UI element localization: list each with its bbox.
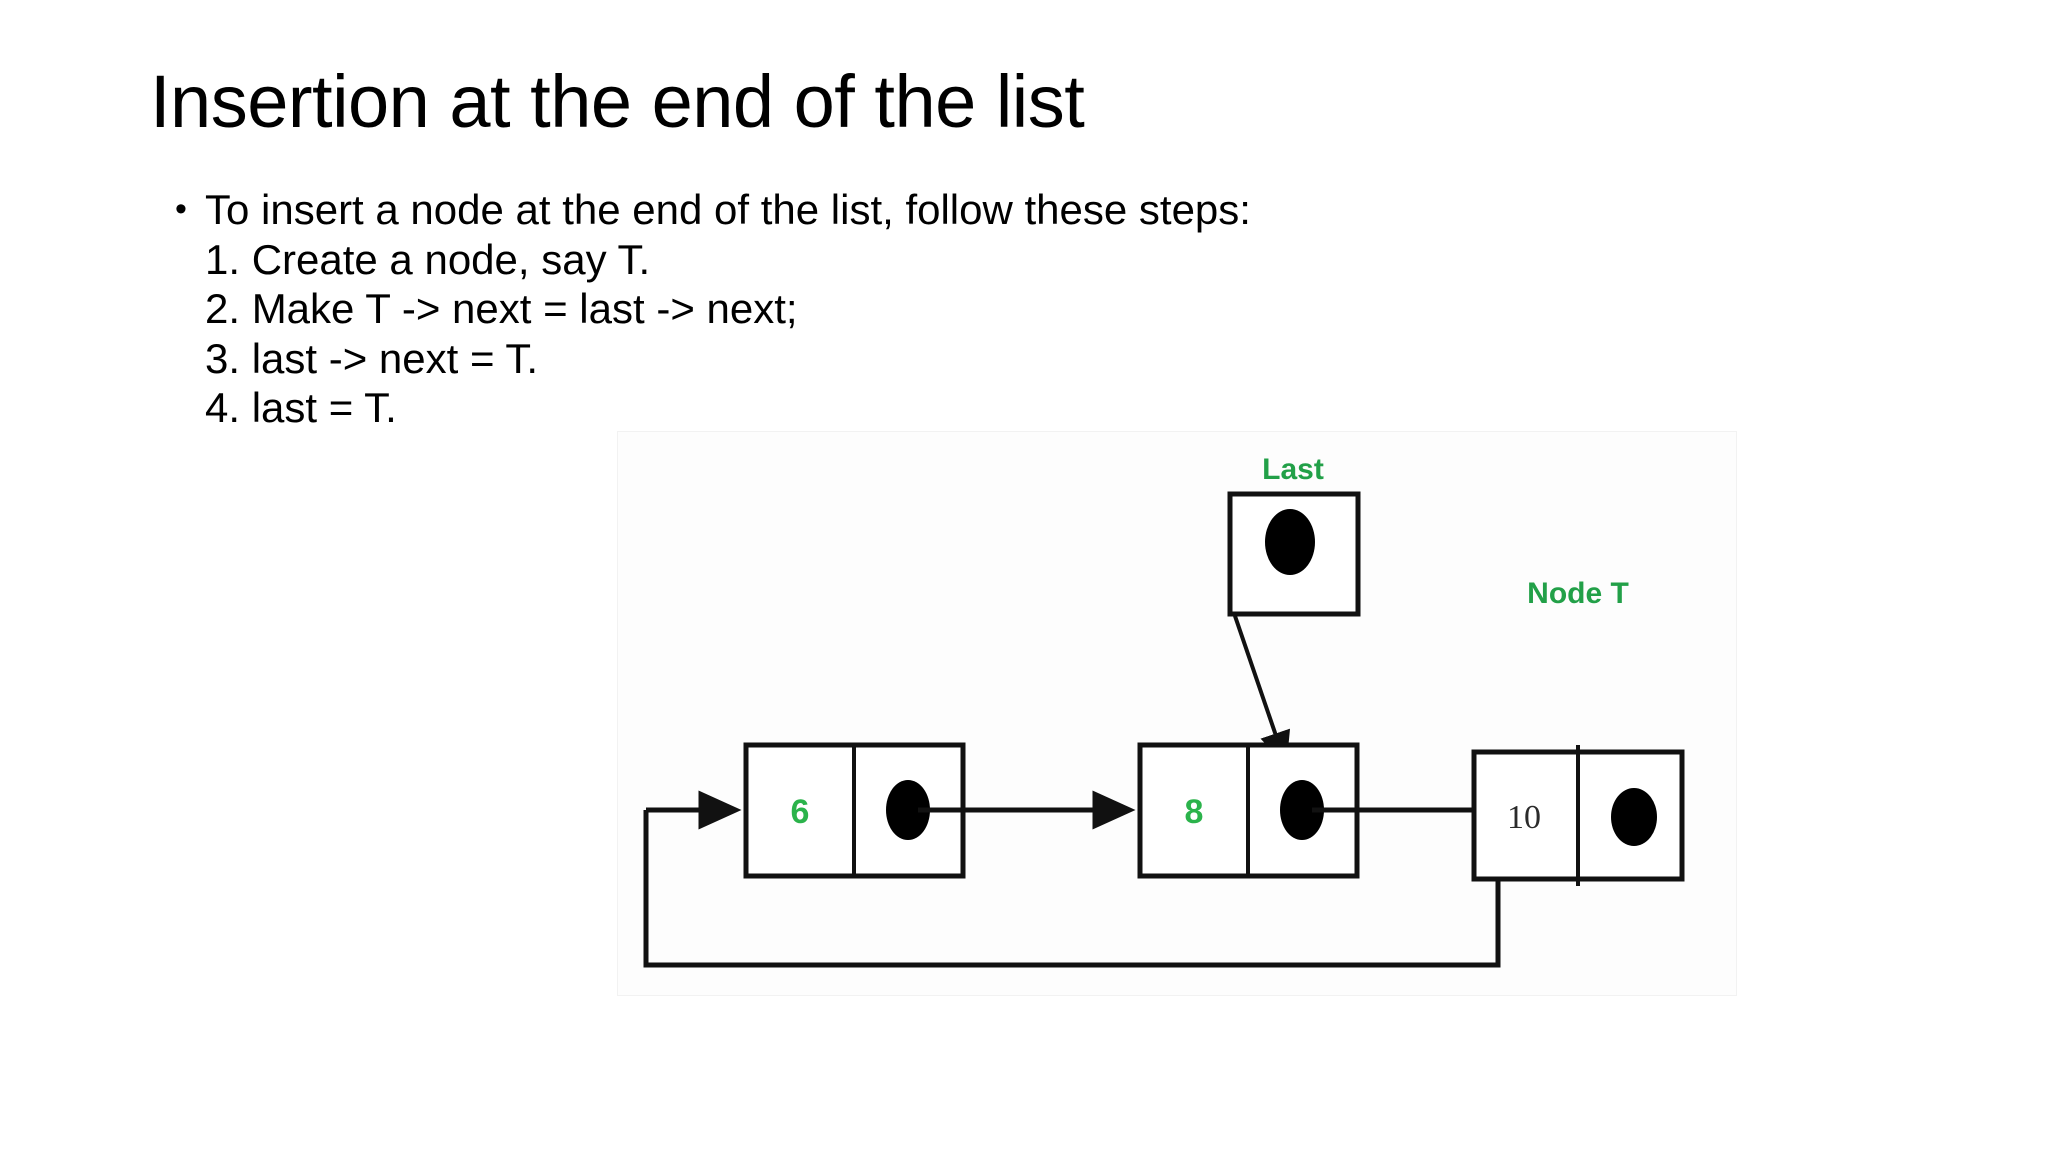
slide-body: • To insert a node at the end of the lis… — [175, 185, 1675, 433]
last-to-node8-arrow — [1233, 615, 1291, 767]
step-item-4: 4. last = T. — [205, 384, 397, 432]
node-6-next-dot-icon — [886, 780, 930, 840]
last-pointer-dot-icon — [1265, 509, 1315, 575]
intro-text: To insert a node at the end of the list,… — [205, 186, 1251, 233]
intro-bullet: • To insert a node at the end of the lis… — [175, 185, 1675, 235]
node-6-value: 6 — [791, 793, 810, 831]
node-t-next-dot-icon — [1611, 788, 1657, 846]
step-item-3: 3. last -> next = T. — [205, 334, 539, 382]
node-8-value: 8 — [1185, 793, 1204, 831]
diagram-canvas: Last 6 8 Node T 10 — [643, 453, 1685, 968]
node-t-label: Node T — [1527, 577, 1629, 610]
node-8-next-dot-icon — [1280, 780, 1324, 840]
page-title: Insertion at the end of the list — [150, 60, 1085, 143]
step-item-1: 1. Create a node, say T. — [205, 235, 651, 283]
list-node-t: 10 — [1471, 745, 1685, 886]
last-pointer-label: Last — [1262, 453, 1324, 486]
linked-list-diagram: Last 6 8 Node T 10 — [618, 432, 1736, 995]
step-item-2: 2. Make T -> next = last -> next; — [205, 285, 798, 333]
bullet-point-icon: • — [175, 190, 187, 228]
list-node-6: 6 — [743, 742, 966, 879]
circular-loop-path — [643, 807, 1501, 968]
node-t-value: 10 — [1507, 799, 1541, 836]
